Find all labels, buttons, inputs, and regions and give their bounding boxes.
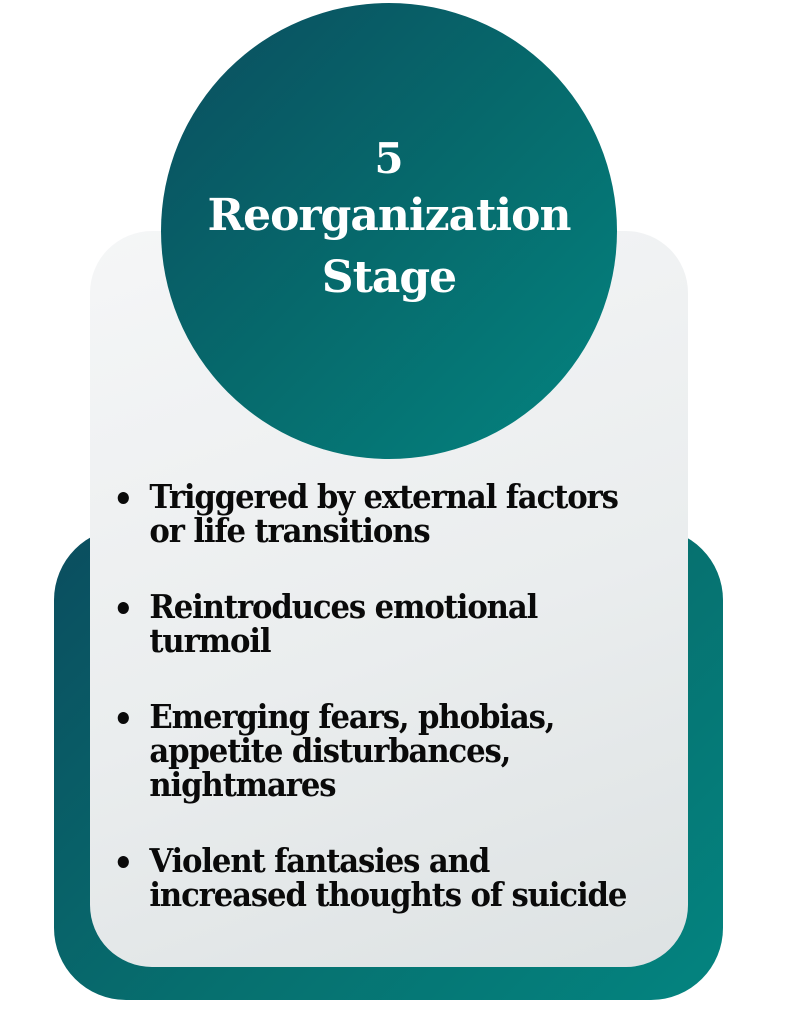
list-item: Reintroduces emotional turmoil xyxy=(114,590,644,658)
bullet-icon xyxy=(117,856,129,868)
list-item-text: Reintroduces emotional turmoil xyxy=(149,587,538,660)
stage-title: Reorganization Stage xyxy=(207,185,572,309)
bullet-icon xyxy=(117,712,129,724)
list-item-text: Violent fantasies and increased thoughts… xyxy=(149,841,627,914)
list-item: Triggered by external factors or life tr… xyxy=(114,480,644,548)
list-item-text: Triggered by external factors or life tr… xyxy=(149,477,619,550)
stage-number: 5 xyxy=(374,134,404,183)
stage-title-line-2: Stage xyxy=(321,252,457,303)
bullet-icon xyxy=(117,602,129,614)
stage-title-line-1: Reorganization xyxy=(207,190,572,241)
bullet-icon xyxy=(117,492,129,504)
stage-header-circle: 5 Reorganization Stage xyxy=(161,3,617,459)
symptom-list: Triggered by external factors or life tr… xyxy=(114,480,684,954)
list-item: Violent fantasies and increased thoughts… xyxy=(114,844,644,912)
list-item-text: Emerging fears, phobias, appetite distur… xyxy=(149,697,555,804)
list-item: Emerging fears, phobias, appetite distur… xyxy=(114,700,644,802)
